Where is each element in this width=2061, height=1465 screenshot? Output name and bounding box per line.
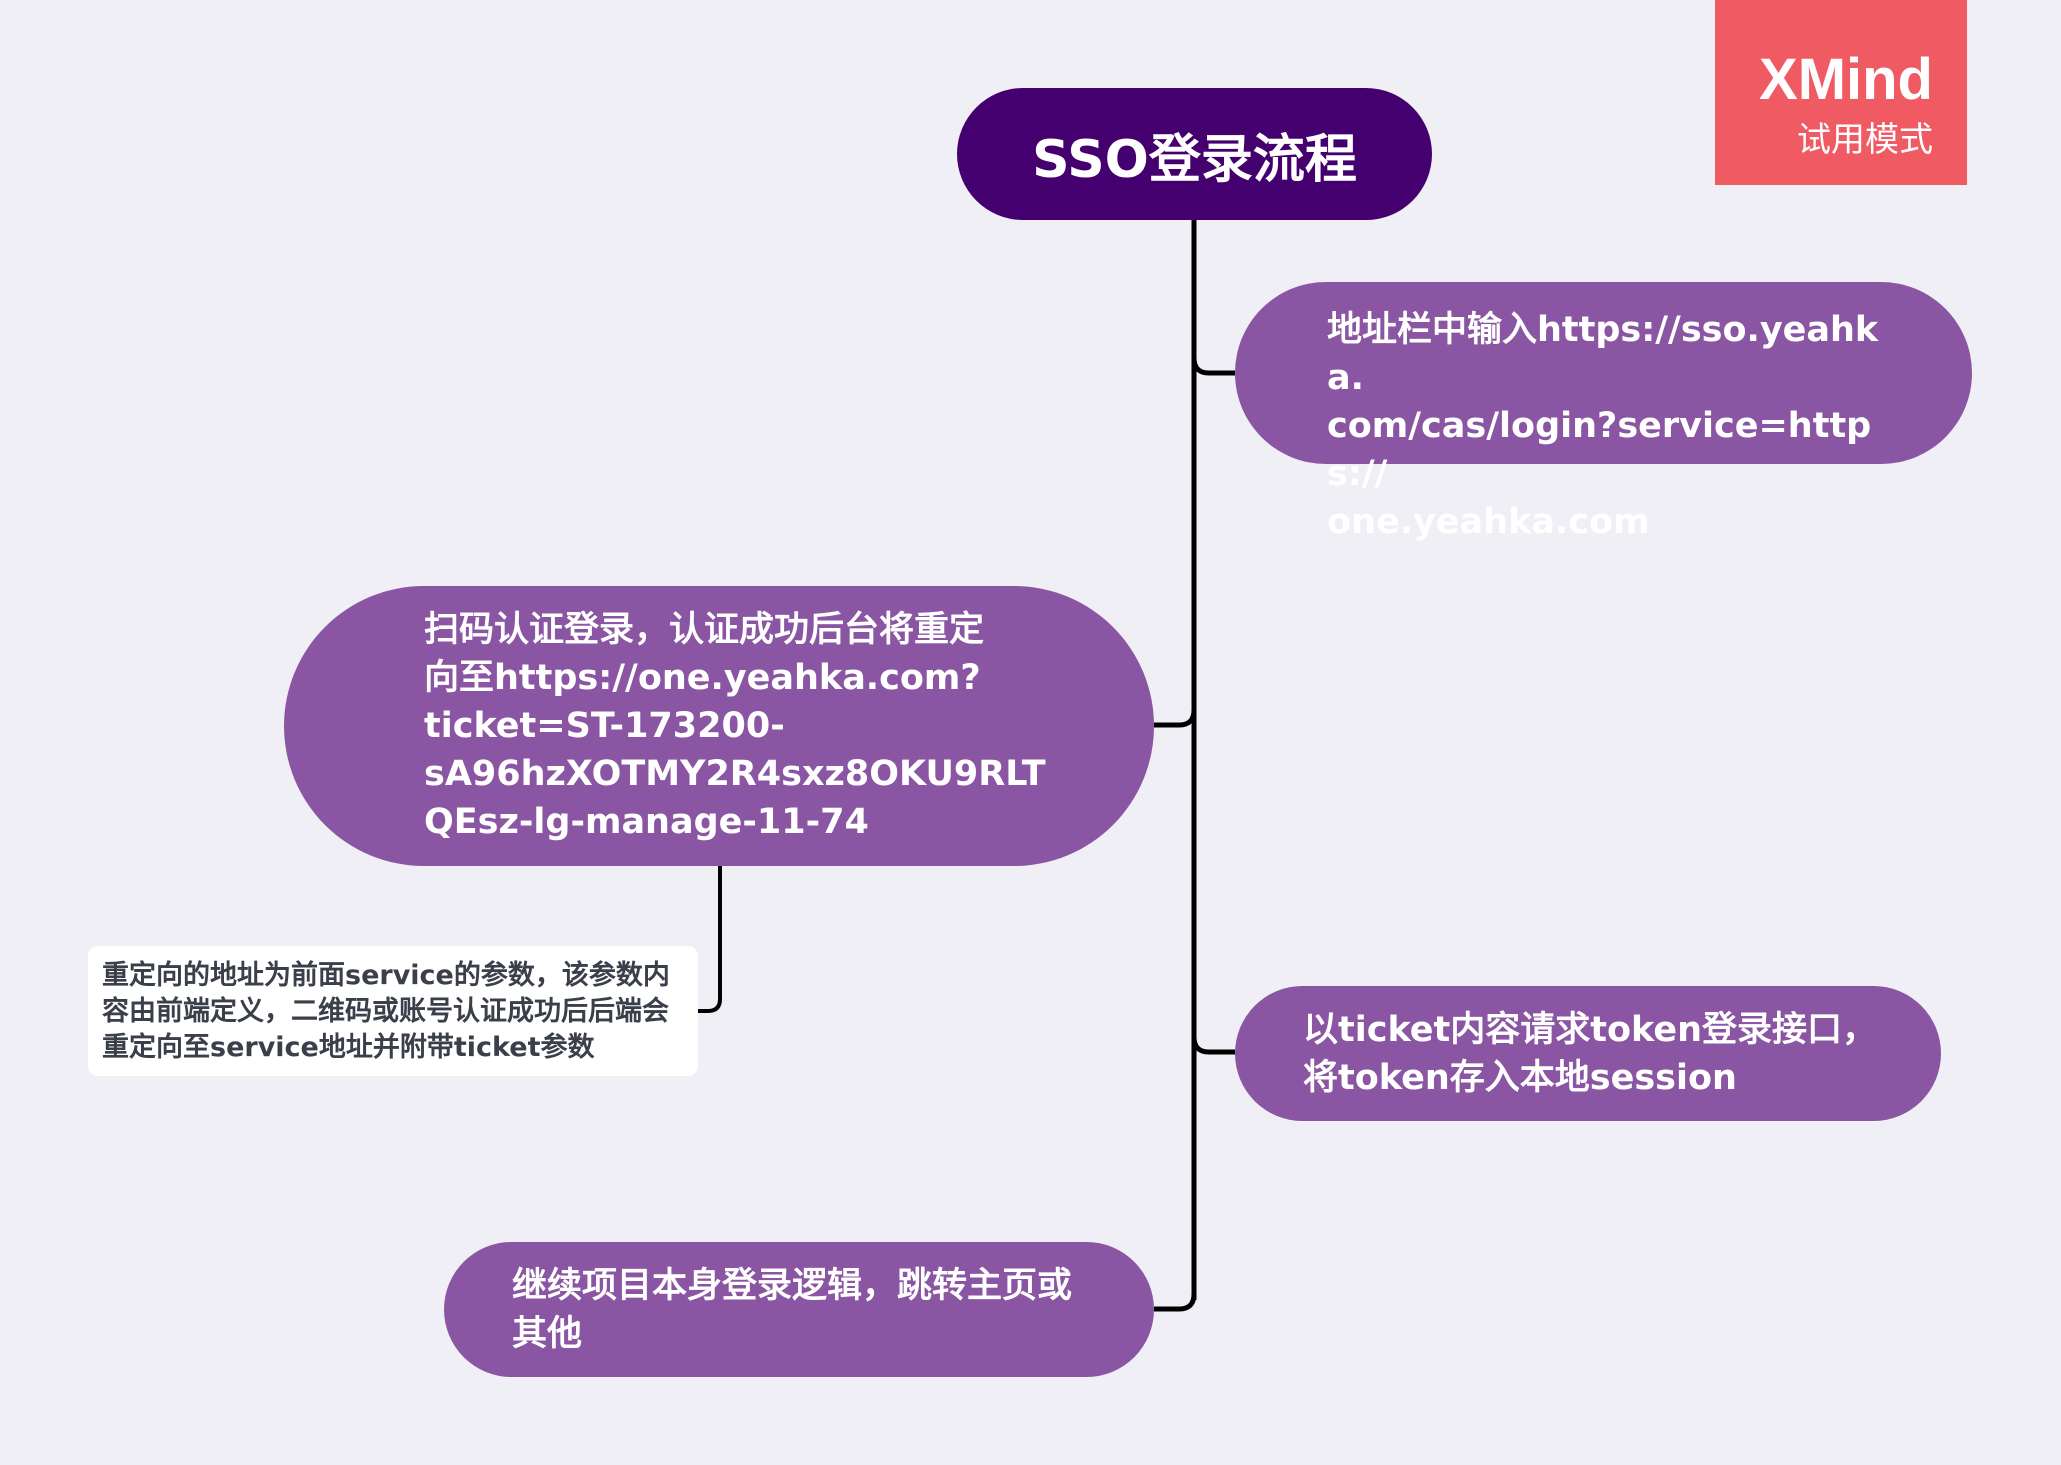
note-line-1: 重定向的地址为前面service的参数，该参数内 bbox=[102, 960, 670, 991]
connector-topic-4 bbox=[1154, 1293, 1197, 1312]
topic-3-line-1: 以ticket内容请求token登录接口， bbox=[1303, 1010, 1878, 1050]
topic-3-line-2: 将token存入本地session bbox=[1303, 1058, 1737, 1098]
topic-1-line-1: 地址栏中输入https://sso.yeahka. bbox=[1327, 310, 1879, 398]
topic-1-line-2: com/cas/login?service=https:// bbox=[1327, 406, 1872, 494]
topic-2-line-5: QEsz-lg-manage-11-74 bbox=[424, 802, 869, 842]
topic-4-line-1: 继续项目本身登录逻辑，跳转主页或 bbox=[512, 1266, 1073, 1306]
connector-note bbox=[698, 866, 722, 1013]
connector-topic-2 bbox=[1154, 709, 1197, 728]
trial-watermark: XMind 试用模式 bbox=[1715, 0, 1967, 185]
topic-2-line-1: 扫码认证登录，认证成功后台将重定 bbox=[424, 610, 985, 650]
topic-2-line-2: 向至https://one.yeahka.com? bbox=[424, 658, 981, 698]
note-line-2: 容由前端定义，二维码或账号认证成功后后端会 bbox=[102, 996, 669, 1027]
topic-1-line-3: one.yeahka.com bbox=[1327, 502, 1650, 542]
topic-2[interactable]: 扫码认证登录，认证成功后台将重定 向至https://one.yeahka.co… bbox=[284, 586, 1154, 866]
connector-topic-3 bbox=[1191, 1036, 1235, 1055]
topic-4-line-2: 其他 bbox=[512, 1314, 583, 1354]
topic-2-line-3: ticket=ST-173200- bbox=[424, 706, 785, 746]
watermark-brand: XMind bbox=[1759, 47, 1933, 112]
note-line-3: 重定向至service地址并附带ticket参数 bbox=[102, 1032, 595, 1063]
connector-topic-1 bbox=[1191, 357, 1235, 376]
root-topic-label: SSO登录流程 bbox=[1032, 129, 1357, 190]
note-box[interactable]: 重定向的地址为前面service的参数，该参数内 容由前端定义，二维码或账号认证… bbox=[88, 946, 698, 1076]
topic-4[interactable]: 继续项目本身登录逻辑，跳转主页或 其他 bbox=[444, 1242, 1154, 1377]
watermark-mode: 试用模式 bbox=[1797, 120, 1933, 160]
topic-2-line-4: sA96hzXOTMY2R4sxz8OKU9RLT bbox=[424, 754, 1046, 794]
topic-1[interactable]: 地址栏中输入https://sso.yeahka. com/cas/login?… bbox=[1235, 282, 1972, 542]
topic-3[interactable]: 以ticket内容请求token登录接口， 将token存入本地session bbox=[1235, 986, 1941, 1121]
root-topic[interactable]: SSO登录流程 bbox=[957, 88, 1432, 220]
